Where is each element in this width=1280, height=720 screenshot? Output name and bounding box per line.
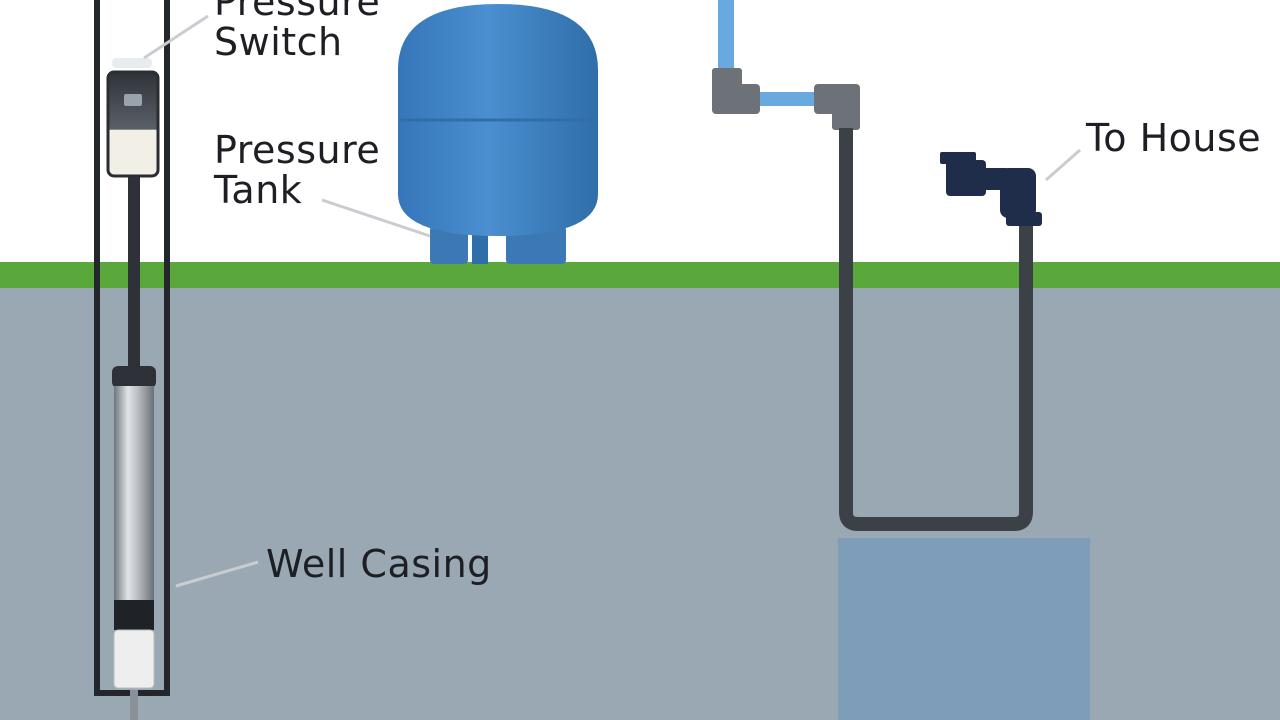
groundwater-block [838, 538, 1090, 720]
label-well-casing: Well Casing [266, 544, 492, 584]
label-pressure-switch-line1: Pressure [214, 0, 381, 24]
house-connection-fitting [940, 152, 1042, 226]
label-to-house-text: To House [1086, 116, 1262, 160]
leader-lines [143, 14, 1081, 588]
label-pressure-switch: Pressure Switch [214, 0, 380, 62]
label-pressure-switch-line2: Switch [214, 20, 343, 64]
grass-strip [0, 262, 1280, 288]
sky-area [0, 0, 1280, 262]
blue-supply-pipe [718, 0, 818, 106]
pressure-switch-unit [106, 58, 160, 178]
label-well-casing-text: Well Casing [266, 542, 492, 586]
pressure-tank [398, 4, 598, 264]
drop-pipe [128, 170, 140, 370]
label-pressure-tank: Pressure Tank [214, 130, 380, 210]
leader-line-pressure-switch [143, 14, 209, 60]
submersible-pump [112, 366, 156, 720]
label-pressure-tank-line1: Pressure [214, 128, 381, 172]
label-pressure-tank-line2: Tank [214, 168, 303, 212]
label-to-house: To House [1086, 118, 1261, 158]
leader-line-pressure-tank [321, 198, 431, 238]
leader-line-well-casing [175, 560, 259, 588]
pipe-fittings [712, 68, 860, 130]
leader-line-to-house [1045, 148, 1081, 182]
underground-pipe [839, 128, 1033, 531]
